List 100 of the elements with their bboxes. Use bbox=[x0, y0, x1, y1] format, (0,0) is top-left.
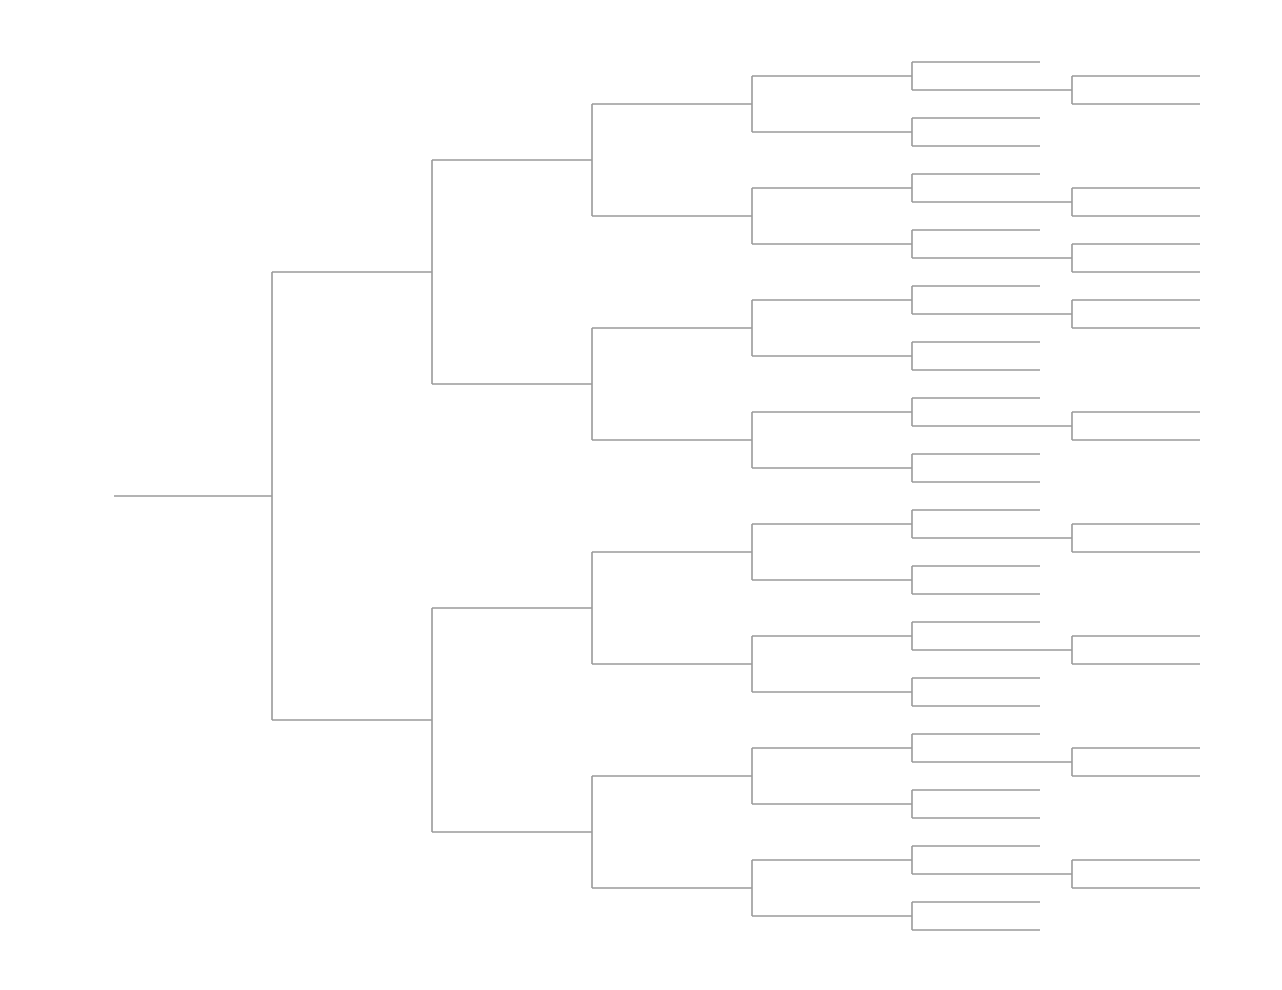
blank-line bbox=[911, 733, 1041, 735]
blank-line bbox=[591, 663, 753, 665]
blank-line bbox=[1071, 103, 1201, 105]
blank-line bbox=[751, 859, 913, 861]
connector-line bbox=[591, 103, 593, 161]
blank-line bbox=[1071, 327, 1201, 329]
connector-line bbox=[911, 803, 913, 819]
connector-line bbox=[911, 299, 913, 315]
blank-line bbox=[591, 327, 753, 329]
blank-line bbox=[911, 145, 1041, 147]
connector-line bbox=[911, 131, 913, 147]
blank-line bbox=[911, 677, 1041, 679]
connector-line bbox=[431, 719, 433, 833]
connector-line bbox=[1071, 523, 1073, 539]
connector-line bbox=[911, 845, 913, 861]
connector-line bbox=[911, 61, 913, 77]
blank-line bbox=[1071, 747, 1201, 749]
blank-line bbox=[1071, 271, 1201, 273]
blank-line bbox=[591, 551, 753, 553]
connector-line bbox=[751, 327, 753, 357]
blank-line bbox=[911, 509, 1041, 511]
connector-line bbox=[911, 677, 913, 693]
blank-line bbox=[751, 467, 913, 469]
connector-line bbox=[911, 411, 913, 427]
blank-line bbox=[1071, 75, 1201, 77]
blank-line bbox=[751, 915, 913, 917]
blank-line bbox=[591, 215, 753, 217]
connector-line bbox=[1071, 873, 1073, 889]
connector-line bbox=[1071, 537, 1073, 553]
connector-line bbox=[1071, 425, 1073, 441]
connector-line bbox=[751, 187, 753, 217]
connector-line bbox=[1071, 635, 1073, 651]
blank-line bbox=[911, 173, 1041, 175]
connector-line bbox=[911, 789, 913, 805]
blank-line bbox=[751, 691, 913, 693]
blank-line bbox=[431, 159, 593, 161]
blank-line bbox=[751, 523, 913, 525]
connector-line bbox=[751, 551, 753, 581]
connector-line bbox=[911, 117, 913, 133]
blank-line bbox=[911, 565, 1041, 567]
connector-line bbox=[1071, 859, 1073, 875]
connector-line bbox=[591, 327, 593, 385]
blank-line bbox=[751, 75, 913, 77]
connector-line bbox=[751, 635, 753, 665]
connector-line bbox=[1071, 313, 1073, 329]
connector-line bbox=[911, 341, 913, 357]
blank-line bbox=[751, 635, 913, 637]
connector-line bbox=[911, 747, 913, 763]
connector-line bbox=[1071, 761, 1073, 777]
blank-line bbox=[431, 831, 593, 833]
connector-line bbox=[751, 747, 753, 777]
blank-line bbox=[1071, 411, 1201, 413]
connector-line bbox=[591, 775, 593, 833]
connector-line bbox=[751, 299, 753, 329]
connector-line bbox=[751, 663, 753, 693]
connector-line bbox=[1071, 411, 1073, 427]
blank-line bbox=[751, 187, 913, 189]
connector-line bbox=[1071, 299, 1073, 315]
blank-line bbox=[911, 201, 1073, 203]
blank-line bbox=[911, 229, 1041, 231]
blank-line bbox=[1071, 243, 1201, 245]
connector-line bbox=[1071, 649, 1073, 665]
connector-line bbox=[911, 565, 913, 581]
connector-line bbox=[591, 831, 593, 889]
blank-line bbox=[911, 61, 1041, 63]
connector-line bbox=[911, 915, 913, 931]
blank-line bbox=[911, 537, 1073, 539]
connector-line bbox=[911, 75, 913, 91]
blank-line bbox=[113, 495, 273, 497]
connector-line bbox=[911, 229, 913, 245]
blank-line bbox=[591, 439, 753, 441]
blank-line bbox=[911, 621, 1041, 623]
blank-line bbox=[1071, 299, 1201, 301]
blank-line bbox=[911, 89, 1073, 91]
blank-line bbox=[911, 929, 1041, 931]
blank-line bbox=[1071, 859, 1201, 861]
blank-line bbox=[591, 103, 753, 105]
blank-line bbox=[911, 313, 1073, 315]
blank-line bbox=[911, 285, 1041, 287]
connector-line bbox=[911, 285, 913, 301]
blank-line bbox=[911, 705, 1041, 707]
blank-line bbox=[591, 775, 753, 777]
connector-line bbox=[911, 621, 913, 637]
blank-line bbox=[911, 593, 1041, 595]
connector-line bbox=[911, 467, 913, 483]
connector-line bbox=[1071, 89, 1073, 105]
connector-line bbox=[911, 243, 913, 259]
connector-line bbox=[591, 159, 593, 217]
connector-line bbox=[431, 607, 433, 721]
connector-line bbox=[591, 607, 593, 665]
blank-line bbox=[751, 579, 913, 581]
connector-line bbox=[751, 411, 753, 441]
connector-line bbox=[911, 355, 913, 371]
connector-line bbox=[271, 495, 273, 721]
blank-line bbox=[751, 243, 913, 245]
connector-line bbox=[1071, 187, 1073, 203]
blank-line bbox=[1071, 551, 1201, 553]
connector-line bbox=[751, 215, 753, 245]
blank-line bbox=[911, 901, 1041, 903]
connector-line bbox=[911, 453, 913, 469]
